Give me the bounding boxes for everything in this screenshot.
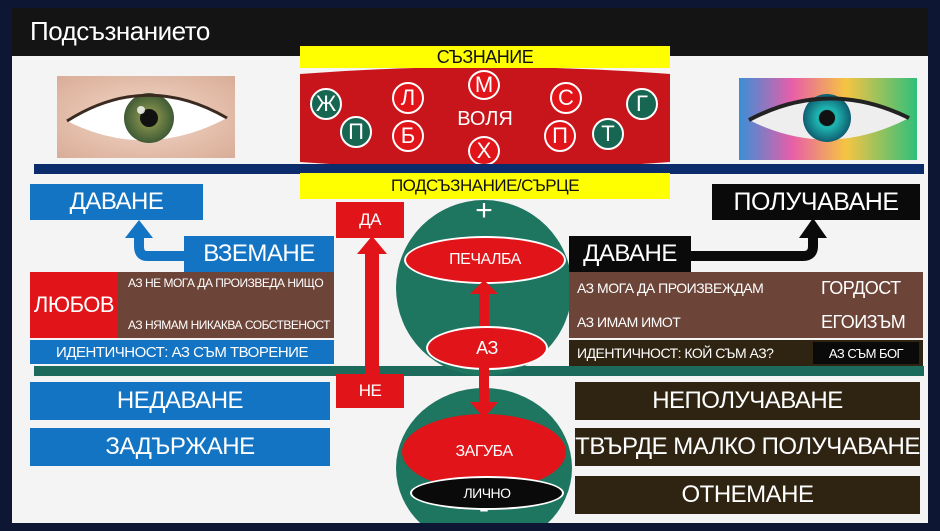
egoism-label: ЕГОИЗЪМ [821,312,906,332]
letter-circle: Х [468,136,500,166]
taking-box: ВЗЕМАНЕ [184,236,334,272]
statement-text: АЗ НЕ МОГА ДА ПРОИЗВЕДА НИЩО [128,276,324,290]
divider-line [34,164,924,174]
statement-text: АЗ ИМАМ ИМОТ [577,314,681,330]
identity-question: ИДЕНТИЧНОСТ: КОЙ СЪМ АЗ? [577,345,774,361]
letter-circle: Т [592,118,624,150]
slide: Подсъзнанието СЪЗНАНИЕ ВОЛЯ Ж П Л Б М Х … [12,8,928,523]
letter-circle: Б [392,120,424,152]
giving-box: ДАВАНЕ [30,184,203,220]
self-ellipse: АЗ [426,326,548,370]
holding-box: ЗАДЪРЖАНЕ [30,428,330,466]
not-giving-box: НЕДАВАНЕ [30,382,330,420]
left-eye-image [57,76,235,158]
letter-circle: Г [626,88,658,120]
arrow-down-icon [470,364,498,418]
identity-creation: ИДЕНТИЧНОСТ: АЗ СЪМ ТВОРЕНИЕ [30,340,334,364]
letter-circle: Л [392,82,424,114]
very-little-box: ТВЪРДЕ МАЛКО ПОЛУЧАВАНЕ [575,428,920,466]
identity-question-row: ИДЕНТИЧНОСТ: КОЙ СЪМ АЗ? АЗ СЪМ БОГ [569,340,923,366]
page-title: Подсъзнанието [30,16,210,46]
not-receiving-box: НЕПОЛУЧАВАНЕ [575,382,920,420]
statement-text: АЗ МОГА ДА ПРОИЗВЕЖДАМ [577,280,764,296]
right-eye-image [739,78,917,160]
giving-right-box: ДАВАНЕ [569,236,691,272]
no-box: НЕ [336,374,404,408]
vertical-arrow-icon [357,236,387,376]
letter-circle: С [550,82,582,114]
letter-circle: П [340,116,372,148]
arrow-up-icon [470,280,498,330]
love-statements: АЗ НЕ МОГА ДА ПРОИЗВЕДА НИЩО АЗ НЯМАМ НИ… [118,272,334,338]
love-box: ЛЮБОВ [30,272,118,338]
letter-circle: Ж [310,88,342,120]
will-label: ВОЛЯ [457,108,513,130]
consciousness-label: СЪЗНАНИЕ [300,46,670,68]
plus-sign: + [475,194,493,227]
pride-statements: АЗ МОГА ДА ПРОИЗВЕЖДАМ ГОРДОСТ АЗ ИМАМ И… [569,272,923,338]
pride-label: ГОРДОСТ [821,278,901,298]
personal-ellipse: ЛИЧНО [410,476,564,510]
i-am-god-box: АЗ СЪМ БОГ [813,342,919,364]
arrow-up-left-icon [125,220,187,261]
gain-ellipse: ПЕЧАЛБА [404,236,566,284]
letter-circle: М [468,70,500,100]
subconscious-label: ПОДСЪЗНАНИЕ/СЪРЦЕ [300,173,670,199]
arrow-up-right-icon [691,218,827,261]
letter-circle: П [544,120,576,152]
statement-text: АЗ НЯМАМ НИКАКВА СОБСТВЕНОСТ [128,318,331,332]
receiving-box: ПОЛУЧАВАНЕ [712,184,920,220]
yes-box: ДА [336,202,404,238]
taking-away-box: ОТНЕМАНЕ [575,476,920,514]
